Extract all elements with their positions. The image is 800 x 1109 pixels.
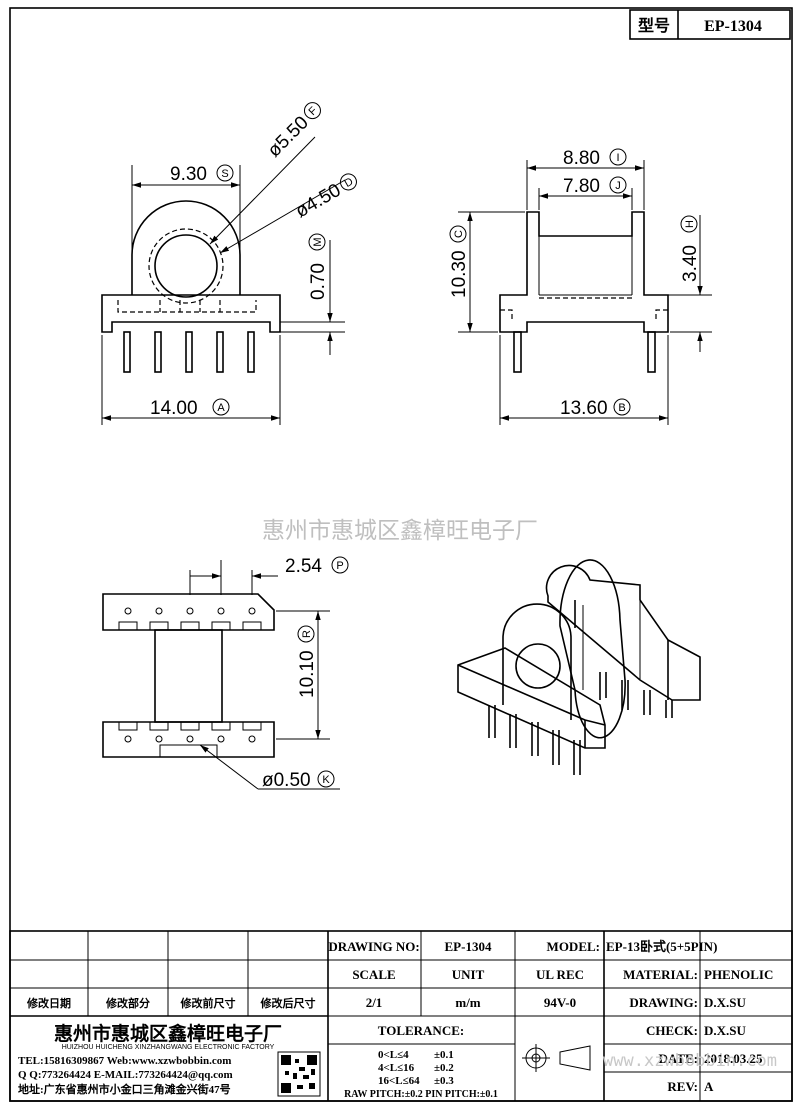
title-fields: DRAWING NO: EP-1304 MODEL: EP-13卧式(5+5PI… — [328, 939, 773, 1100]
header-model-label: 型号 — [638, 16, 670, 35]
svg-text:修改日期: 修改日期 — [26, 996, 71, 1010]
svg-text:CHECK:: CHECK: — [646, 1023, 698, 1038]
svg-text:M: M — [312, 237, 324, 246]
svg-text:9.30: 9.30 — [170, 164, 207, 185]
svg-text:13.60: 13.60 — [560, 398, 608, 419]
svg-text:10.30: 10.30 — [449, 250, 470, 298]
svg-text:7.80: 7.80 — [563, 176, 600, 197]
svg-text:2018.03.25: 2018.03.25 — [704, 1051, 763, 1066]
dim-m: 0.70 M — [308, 233, 329, 300]
svg-text:修改前尺寸: 修改前尺寸 — [180, 996, 236, 1010]
svg-text:DRAWING NO:: DRAWING NO: — [328, 939, 419, 954]
svg-text:0<L≤4: 0<L≤4 — [378, 1049, 409, 1061]
bottom-view — [102, 560, 340, 790]
svg-text:10.10: 10.10 — [297, 650, 318, 698]
side-view — [458, 160, 712, 425]
dim-b: 13.60 B — [560, 398, 631, 419]
isometric-view — [457, 559, 701, 775]
company-info: 惠州市惠城区鑫樟旺电子厂 HUIZHOU HUICHENG XINZHANGWA… — [18, 1022, 321, 1097]
svg-text:DATE:: DATE: — [659, 1051, 698, 1066]
svg-text:S: S — [221, 168, 228, 180]
svg-text:B: B — [618, 402, 625, 414]
svg-text:4<L≤16: 4<L≤16 — [378, 1062, 415, 1074]
svg-text:±0.1: ±0.1 — [434, 1049, 454, 1061]
dim-f: ø5.50 F — [264, 102, 321, 162]
svg-text:MATERIAL:: MATERIAL: — [623, 967, 698, 982]
watermark-website: www.xzwbobbin.com — [603, 1051, 777, 1071]
svg-text:I: I — [616, 152, 619, 164]
svg-text:m/m: m/m — [455, 995, 480, 1010]
svg-text:MODEL:: MODEL: — [547, 939, 600, 954]
dim-p: 2.54 P — [285, 556, 349, 577]
dim-i: 8.80 I — [563, 148, 627, 169]
svg-text:94V-0: 94V-0 — [544, 995, 576, 1010]
svg-text:P: P — [336, 560, 343, 572]
svg-text:D.X.SU: D.X.SU — [704, 1023, 747, 1038]
svg-text:修改后尺寸: 修改后尺寸 — [260, 996, 316, 1010]
dim-h: 3.40 H — [680, 215, 701, 282]
company-name-cn: 惠州市惠城区鑫樟旺电子厂 — [54, 1022, 282, 1045]
dim-k: ø0.50 K — [262, 770, 335, 791]
svg-text:SCALE: SCALE — [352, 967, 395, 982]
svg-text:16<L≤64: 16<L≤64 — [378, 1075, 420, 1087]
dim-d: ø4.50 D — [292, 173, 357, 222]
company-name-en: HUIZHOU HUICHENG XINZHANGWANG ELECTRONIC… — [62, 1044, 275, 1051]
dim-a: 14.00 A — [150, 398, 230, 419]
dim-r: 10.10 R — [297, 625, 318, 698]
svg-text:14.00: 14.00 — [150, 398, 198, 419]
title-block — [9, 930, 793, 1102]
svg-text:修改部分: 修改部分 — [105, 996, 150, 1010]
svg-text:EP-13卧式(5+5PIN): EP-13卧式(5+5PIN) — [606, 939, 717, 954]
svg-text:8.80: 8.80 — [563, 148, 600, 169]
header-model-box: 型号 EP-1304 — [629, 9, 791, 40]
svg-text:R: R — [301, 630, 313, 638]
dim-c: 10.30 C — [449, 225, 470, 298]
company-tel: TEL:15816309867 Web:www.xzwbobbin.com — [18, 1055, 231, 1067]
dim-j: 7.80 J — [563, 176, 627, 197]
svg-text:RAW PITCH:±0.2 PIN PITCH:±0.1: RAW PITCH:±0.2 PIN PITCH:±0.1 — [344, 1089, 498, 1100]
svg-text:2/1: 2/1 — [366, 995, 383, 1010]
watermark-company: 惠州市惠城区鑫樟旺电子厂 — [262, 518, 538, 544]
projection-symbol — [522, 1044, 591, 1072]
company-addr: 地址:广东省惠州市小金口三角滩金兴街47号 — [18, 1082, 231, 1096]
sheet-border — [9, 7, 793, 1102]
svg-text:EP-1304: EP-1304 — [445, 939, 492, 954]
svg-text:DRAWING:: DRAWING: — [629, 995, 698, 1010]
revision-headers: 修改日期 修改部分 修改前尺寸 修改后尺寸 — [26, 996, 316, 1010]
company-qq: Q Q:773264424 E-MAIL:773264424@qq.com — [18, 1069, 233, 1081]
svg-text:0.70: 0.70 — [308, 263, 329, 300]
svg-text:H: H — [684, 220, 696, 228]
svg-text:PHENOLIC: PHENOLIC — [704, 967, 773, 982]
svg-text:TOLERANCE:: TOLERANCE: — [378, 1023, 464, 1038]
svg-text:A: A — [704, 1079, 714, 1094]
svg-text:ø0.50: ø0.50 — [262, 770, 311, 791]
svg-text:2.54: 2.54 — [285, 556, 322, 577]
svg-text:ø4.50: ø4.50 — [292, 180, 345, 222]
qr-code-icon — [277, 1051, 321, 1097]
svg-text:±0.3: ±0.3 — [434, 1075, 454, 1087]
svg-text:±0.2: ±0.2 — [434, 1062, 454, 1074]
front-view — [101, 136, 346, 425]
svg-text:J: J — [615, 180, 621, 192]
dim-s: 9.30 S — [170, 164, 234, 185]
header-model-value: EP-1304 — [704, 18, 762, 35]
svg-text:C: C — [453, 230, 465, 238]
svg-text:A: A — [217, 402, 225, 414]
svg-text:REV:: REV: — [667, 1079, 698, 1094]
svg-text:3.40: 3.40 — [680, 245, 701, 282]
svg-text:D.X.SU: D.X.SU — [704, 995, 747, 1010]
svg-text:UL REC: UL REC — [536, 967, 584, 982]
svg-text:K: K — [322, 774, 330, 786]
svg-text:ø5.50: ø5.50 — [264, 112, 313, 161]
svg-text:UNIT: UNIT — [452, 967, 485, 982]
